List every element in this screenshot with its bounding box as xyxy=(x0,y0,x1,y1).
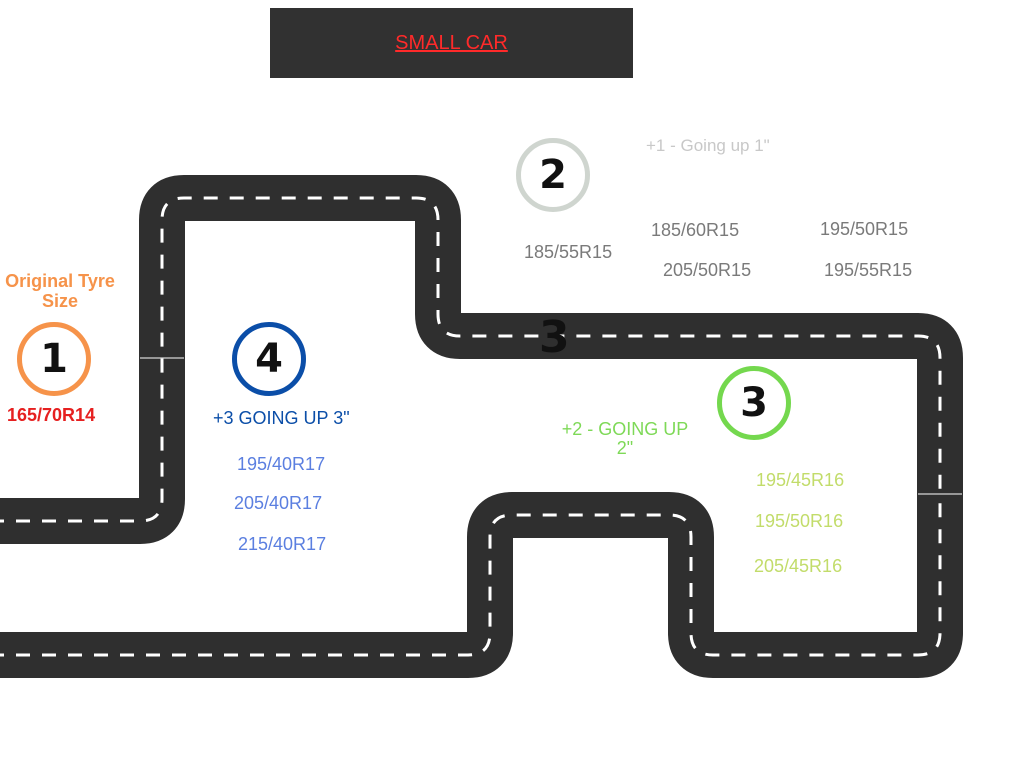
title-banner: SMALL CAR xyxy=(270,8,633,78)
step-3-label: +2 - GOING UP 2" xyxy=(562,420,689,458)
step-2-size: 205/50R15 xyxy=(663,260,752,280)
step-3-label-line1: +2 - GOING UP xyxy=(561,419,689,439)
step-2-size: 185/60R15 xyxy=(651,220,740,240)
step-3-badge: 3 xyxy=(717,366,791,440)
step-4-size: 195/40R17 xyxy=(237,454,326,474)
step-2-size: 195/55R15 xyxy=(824,260,913,280)
original-size: 165/70R14 xyxy=(7,405,96,425)
step-1-badge: 1 xyxy=(17,322,91,396)
original-label-line1: Original Tyre xyxy=(5,271,115,291)
original-label-line2: Size xyxy=(41,291,79,311)
step-4-label: +3 GOING UP 3" xyxy=(213,408,350,428)
road-marker-number: 3 xyxy=(539,312,570,363)
step-2-size: 185/55R15 xyxy=(524,242,613,262)
page-title: SMALL CAR xyxy=(395,31,508,54)
step-4-size: 205/40R17 xyxy=(234,493,323,513)
step-2-size: 195/50R15 xyxy=(820,219,909,239)
step-3-size: 195/50R16 xyxy=(755,511,844,531)
step-3-label-line2: 2" xyxy=(616,438,634,458)
road-lower-lane-markings xyxy=(0,495,942,657)
step-3-size: 195/45R16 xyxy=(756,470,845,490)
step-4-badge: 4 xyxy=(232,322,306,396)
step-3-size: 205/45R16 xyxy=(754,556,843,576)
step-2-label: +1 - Going up 1" xyxy=(646,136,770,155)
step-4-size: 215/40R17 xyxy=(238,534,327,554)
step-2-badge: 2 xyxy=(516,138,590,212)
road-upper-lane-markings xyxy=(0,196,942,523)
original-label: Original Tyre Size xyxy=(5,271,115,311)
